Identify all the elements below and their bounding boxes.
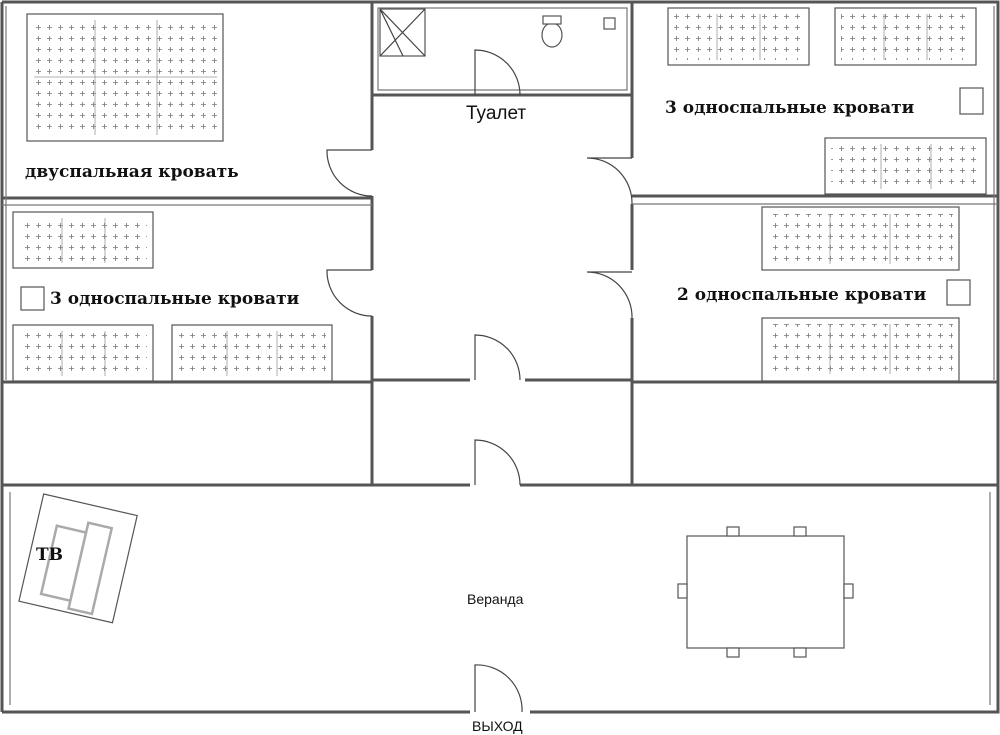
label-veranda: Веранда bbox=[467, 591, 524, 607]
sink-icon bbox=[603, 17, 616, 30]
label-left-single-beds-room: 3 односпальные кровати bbox=[50, 289, 300, 309]
toilet-bowl-icon bbox=[541, 22, 563, 48]
label-tv: ТВ bbox=[36, 545, 63, 565]
single-beds-mid-right bbox=[761, 206, 971, 382]
label-double-bed-room: двуспальная кровать bbox=[25, 162, 239, 182]
single-beds-left bbox=[12, 211, 333, 382]
dining-table bbox=[677, 526, 854, 658]
label-mid-right-single-beds-room: 2 односпальные кровати bbox=[677, 285, 927, 305]
label-toilet: Туалет bbox=[466, 103, 526, 124]
double-bed bbox=[26, 13, 224, 142]
outer-walls bbox=[0, 0, 1000, 714]
label-exit: ВЫХОД bbox=[472, 718, 523, 734]
interior-walls bbox=[2, 2, 998, 705]
tv-icon bbox=[18, 493, 138, 624]
label-top-right-single-beds-room: 3 односпальные кровати bbox=[665, 98, 915, 118]
single-beds-top-right bbox=[667, 7, 987, 195]
doors bbox=[326, 49, 633, 713]
toilet-fixtures bbox=[379, 8, 616, 57]
